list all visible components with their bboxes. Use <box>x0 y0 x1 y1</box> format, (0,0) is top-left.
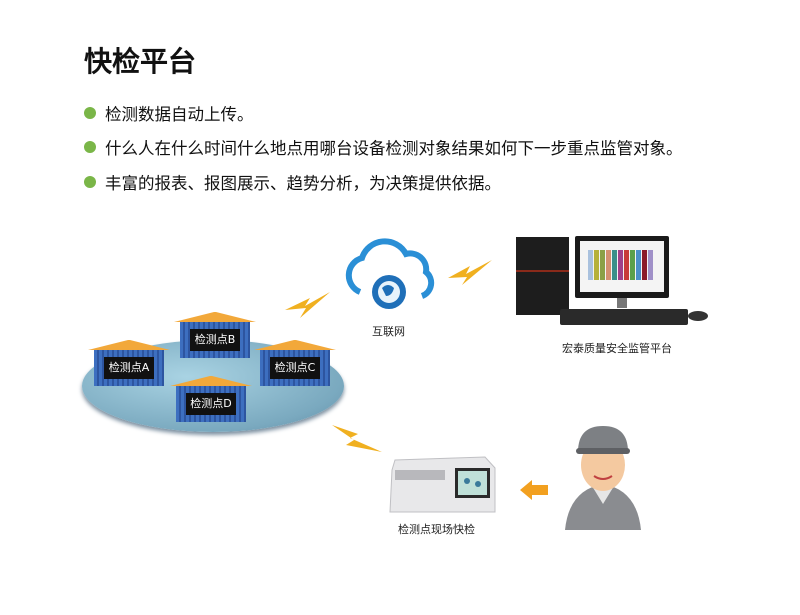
lightning-bolt-icon <box>332 425 382 452</box>
site-a: 检测点A <box>88 340 170 386</box>
site-label: 检测点D <box>186 393 236 415</box>
page-title: 快检平台 <box>84 45 197 78</box>
bullet-text: 检测数据自动上传。 <box>105 105 254 124</box>
arrow-left-icon <box>520 480 548 500</box>
platform-label: 宏泰质量安全监管平台 <box>562 342 672 355</box>
site-label: 检测点A <box>104 357 154 379</box>
bullet-item: 什么人在什么时间什么地点用哪台设备检测对象结果如何下一步重点监管对象。 <box>84 135 683 159</box>
bullet-dot-icon <box>84 176 96 188</box>
bullet-item: 检测数据自动上传。 <box>84 101 254 125</box>
device-label: 检测点现场快检 <box>398 523 475 536</box>
bullet-dot-icon <box>84 141 96 153</box>
site-label: 检测点B <box>190 329 240 351</box>
lightning-bolt-icon <box>448 260 492 285</box>
inspector-person-icon <box>565 426 641 530</box>
site-d: 检测点D <box>170 376 252 422</box>
rapid-test-device-icon <box>389 456 496 513</box>
bullet-item: 丰富的报表、报图展示、趋势分析，为决策提供依据。 <box>84 170 501 194</box>
desktop-computer-icon <box>516 236 708 325</box>
site-b: 检测点B <box>174 312 256 358</box>
bullet-text: 丰富的报表、报图展示、趋势分析，为决策提供依据。 <box>105 174 501 193</box>
bullet-text: 什么人在什么时间什么地点用哪台设备检测对象结果如何下一步重点监管对象。 <box>105 139 683 158</box>
cloud-internet-icon <box>345 238 435 309</box>
internet-label: 互联网 <box>372 325 405 338</box>
site-c: 检测点C <box>254 340 336 386</box>
lightning-bolt-icon <box>285 292 330 318</box>
bullet-dot-icon <box>84 107 96 119</box>
site-label: 检测点C <box>270 357 320 379</box>
